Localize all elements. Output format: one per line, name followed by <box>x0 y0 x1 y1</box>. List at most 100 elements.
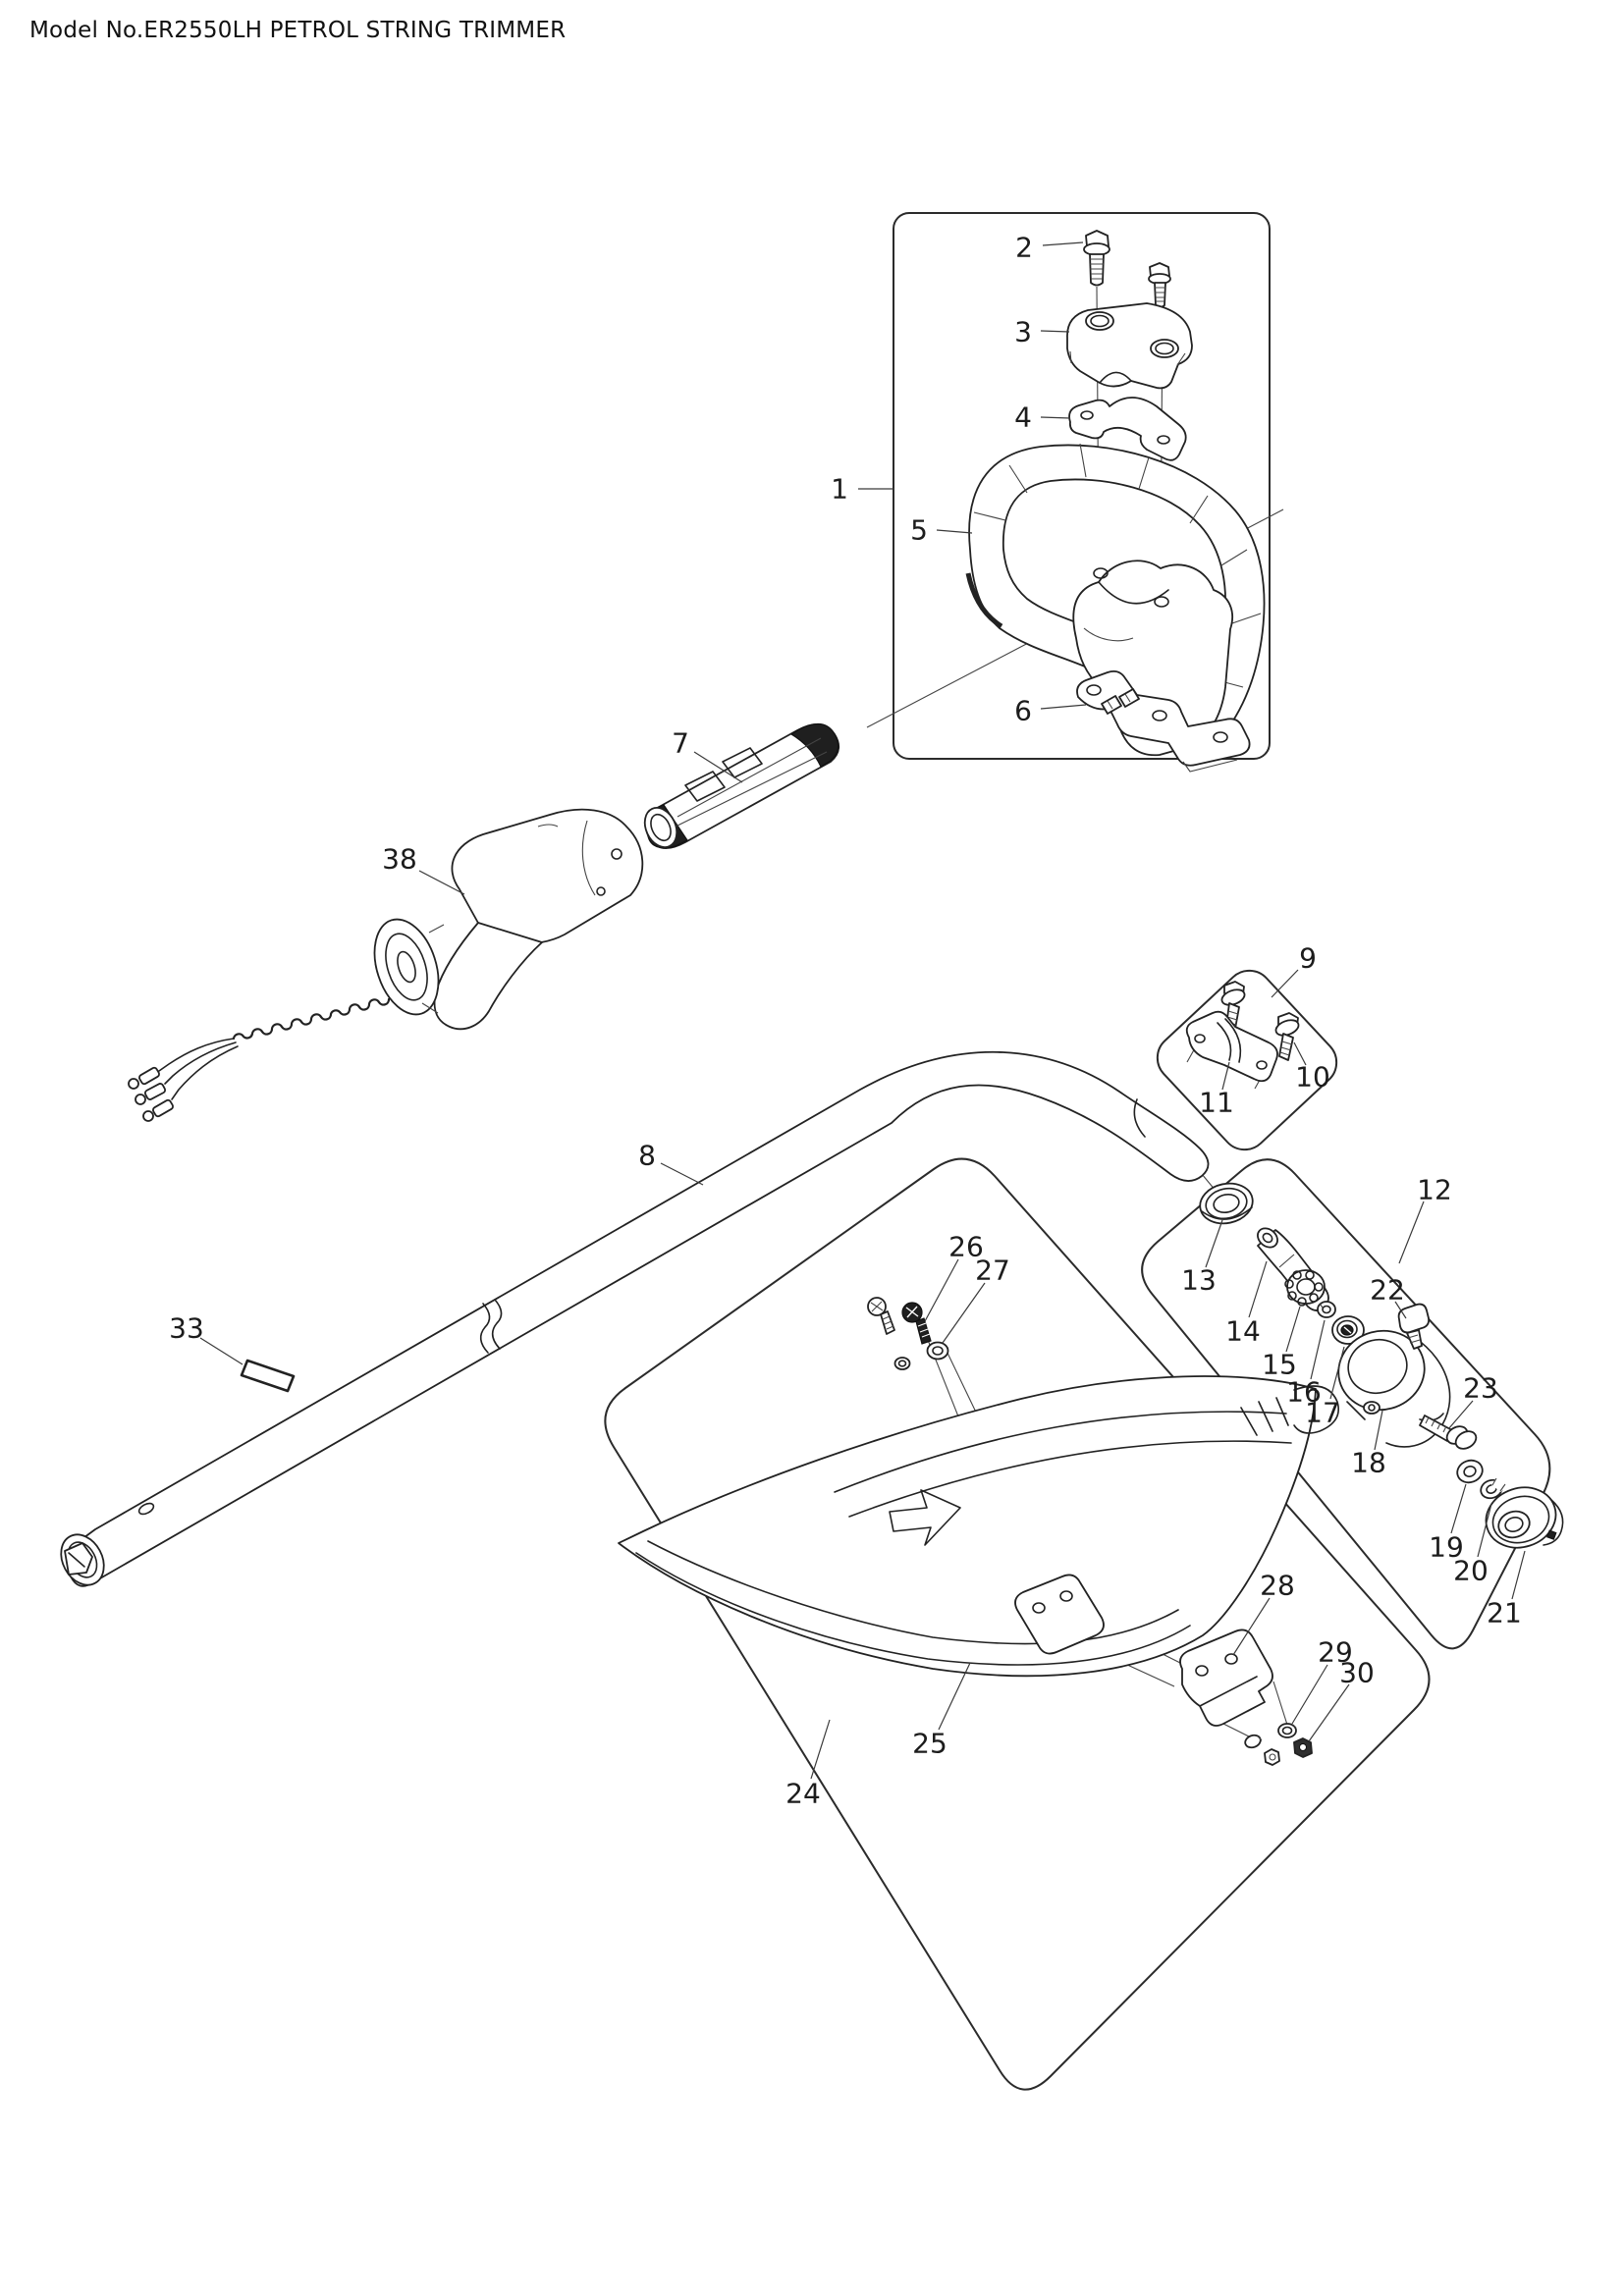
part-label-4: 4 <box>1014 401 1032 434</box>
handle-bottom-bracket-6 <box>1076 669 1251 773</box>
leader-line-25 <box>938 1662 971 1731</box>
part-labels: 1234567891011121314151617181920212223242… <box>169 232 1526 1810</box>
handle-bolt-2b <box>1148 262 1171 308</box>
guard-mount-tab <box>1014 1574 1105 1655</box>
handle-grip-7 <box>643 723 840 849</box>
part-label-17: 17 <box>1305 1397 1340 1429</box>
leader-line-8 <box>660 1162 704 1186</box>
leader-line-29 <box>1291 1664 1328 1725</box>
leader-line-24 <box>810 1719 831 1780</box>
handle-bracket-4 <box>1068 397 1187 461</box>
part-label-2: 2 <box>1015 232 1033 264</box>
part-label-3: 3 <box>1014 316 1032 348</box>
leader-line-20 <box>1477 1503 1492 1558</box>
leader-line-12 <box>1398 1201 1425 1264</box>
leader-line-9 <box>1271 969 1299 998</box>
leader-line-22 <box>1394 1301 1407 1319</box>
part-label-13: 13 <box>1181 1264 1217 1297</box>
washer-19 <box>1456 1459 1484 1484</box>
guard-washer-small <box>893 1357 911 1370</box>
leader-line-4 <box>1040 416 1071 419</box>
page-title: Model No.ER2550LH PETROL STRING TRIMMER <box>29 18 567 43</box>
leader-line-26 <box>924 1258 959 1322</box>
part-label-7: 7 <box>672 727 689 760</box>
seal-ring-13 <box>1199 1182 1254 1225</box>
leader-line-3 <box>1040 330 1070 333</box>
drive-shaft-tube <box>60 1050 1210 1587</box>
leader-line-6 <box>1040 704 1087 710</box>
ball-bearing-15 <box>1284 1269 1326 1307</box>
guard-clamp-bracket <box>1179 1629 1273 1727</box>
handle-assembly-box <box>893 212 1271 760</box>
part-label-1: 1 <box>831 473 848 506</box>
clamp-plate-11 <box>1185 1010 1278 1083</box>
part-label-6: 6 <box>1014 695 1032 727</box>
leader-line-10 <box>1293 1041 1307 1066</box>
washer-29 <box>1277 1723 1297 1738</box>
leader-line-18 <box>1374 1410 1383 1451</box>
guard-arrow-marking <box>889 1489 961 1546</box>
part-label-20: 20 <box>1453 1555 1489 1587</box>
clamp-kit-box <box>1156 969 1338 1151</box>
clamp-bolt-10 <box>1274 1012 1300 1061</box>
leader-line-21 <box>1511 1550 1526 1600</box>
guard-screw-light <box>867 1297 895 1335</box>
part-label-8: 8 <box>638 1140 656 1172</box>
bearing-17 <box>1331 1315 1365 1345</box>
part-label-29: 29 <box>1318 1636 1353 1669</box>
assembly-line <box>1272 1681 1288 1726</box>
part-label-11: 11 <box>1199 1087 1234 1119</box>
part-label-5: 5 <box>910 514 928 547</box>
part-label-28: 28 <box>1260 1570 1295 1602</box>
guard-screw-dark <box>901 1302 932 1345</box>
spacer-ring-16 <box>1317 1301 1336 1318</box>
part-label-19: 19 <box>1429 1531 1464 1564</box>
part-label-26: 26 <box>948 1231 984 1263</box>
leader-line-15 <box>1285 1306 1301 1353</box>
guard-washer-27 <box>926 1341 949 1361</box>
shaft-square-drive <box>64 1542 93 1575</box>
leader-line-5 <box>936 529 973 534</box>
part-label-25: 25 <box>912 1728 947 1760</box>
leader-line-2 <box>1042 241 1084 246</box>
leader-line-30 <box>1308 1683 1350 1742</box>
throttle-cable <box>128 997 391 1122</box>
clamp-housing-18 <box>1337 1329 1451 1448</box>
part-label-38: 38 <box>382 843 417 876</box>
spring-washer-pair <box>1244 1734 1280 1766</box>
part-label-18: 18 <box>1351 1447 1386 1479</box>
part-label-30: 30 <box>1339 1657 1375 1689</box>
part-label-14: 14 <box>1225 1315 1261 1348</box>
bolt-23 <box>1419 1415 1478 1450</box>
leader-line-23 <box>1447 1400 1474 1430</box>
leader-line-28 <box>1232 1597 1271 1656</box>
leader-line-16 <box>1310 1319 1326 1380</box>
part-label-23: 23 <box>1463 1372 1498 1405</box>
leader-line-11 <box>1221 1061 1230 1091</box>
leader-line-38 <box>418 870 465 895</box>
part-label-16: 16 <box>1286 1376 1322 1409</box>
label-sticker <box>240 1359 296 1393</box>
nut-30 <box>1293 1737 1313 1758</box>
part-label-27: 27 <box>975 1255 1010 1287</box>
part-label-9: 9 <box>1299 942 1317 975</box>
leader-line-13 <box>1205 1219 1223 1268</box>
handle-bolt-2 <box>1083 230 1110 287</box>
leader-line-7 <box>693 751 743 783</box>
clamp-bolt-a <box>1220 981 1246 1030</box>
gear-head-box <box>1141 1158 1551 1650</box>
bolt-22 <box>1397 1303 1431 1350</box>
part-label-24: 24 <box>785 1778 821 1810</box>
leader-line-17 <box>1329 1346 1345 1400</box>
leader-line-14 <box>1248 1260 1268 1318</box>
lock-washer-20 <box>1480 1477 1506 1500</box>
handle-clamp-cover-3 <box>1066 302 1193 390</box>
leader-line-19 <box>1450 1483 1467 1534</box>
leader-line-33 <box>199 1337 244 1365</box>
guard-kit-box <box>604 1157 1431 2091</box>
part-label-10: 10 <box>1295 1061 1330 1094</box>
part-label-12: 12 <box>1417 1174 1452 1206</box>
part-label-22: 22 <box>1370 1274 1405 1307</box>
part-label-21: 21 <box>1487 1597 1522 1629</box>
